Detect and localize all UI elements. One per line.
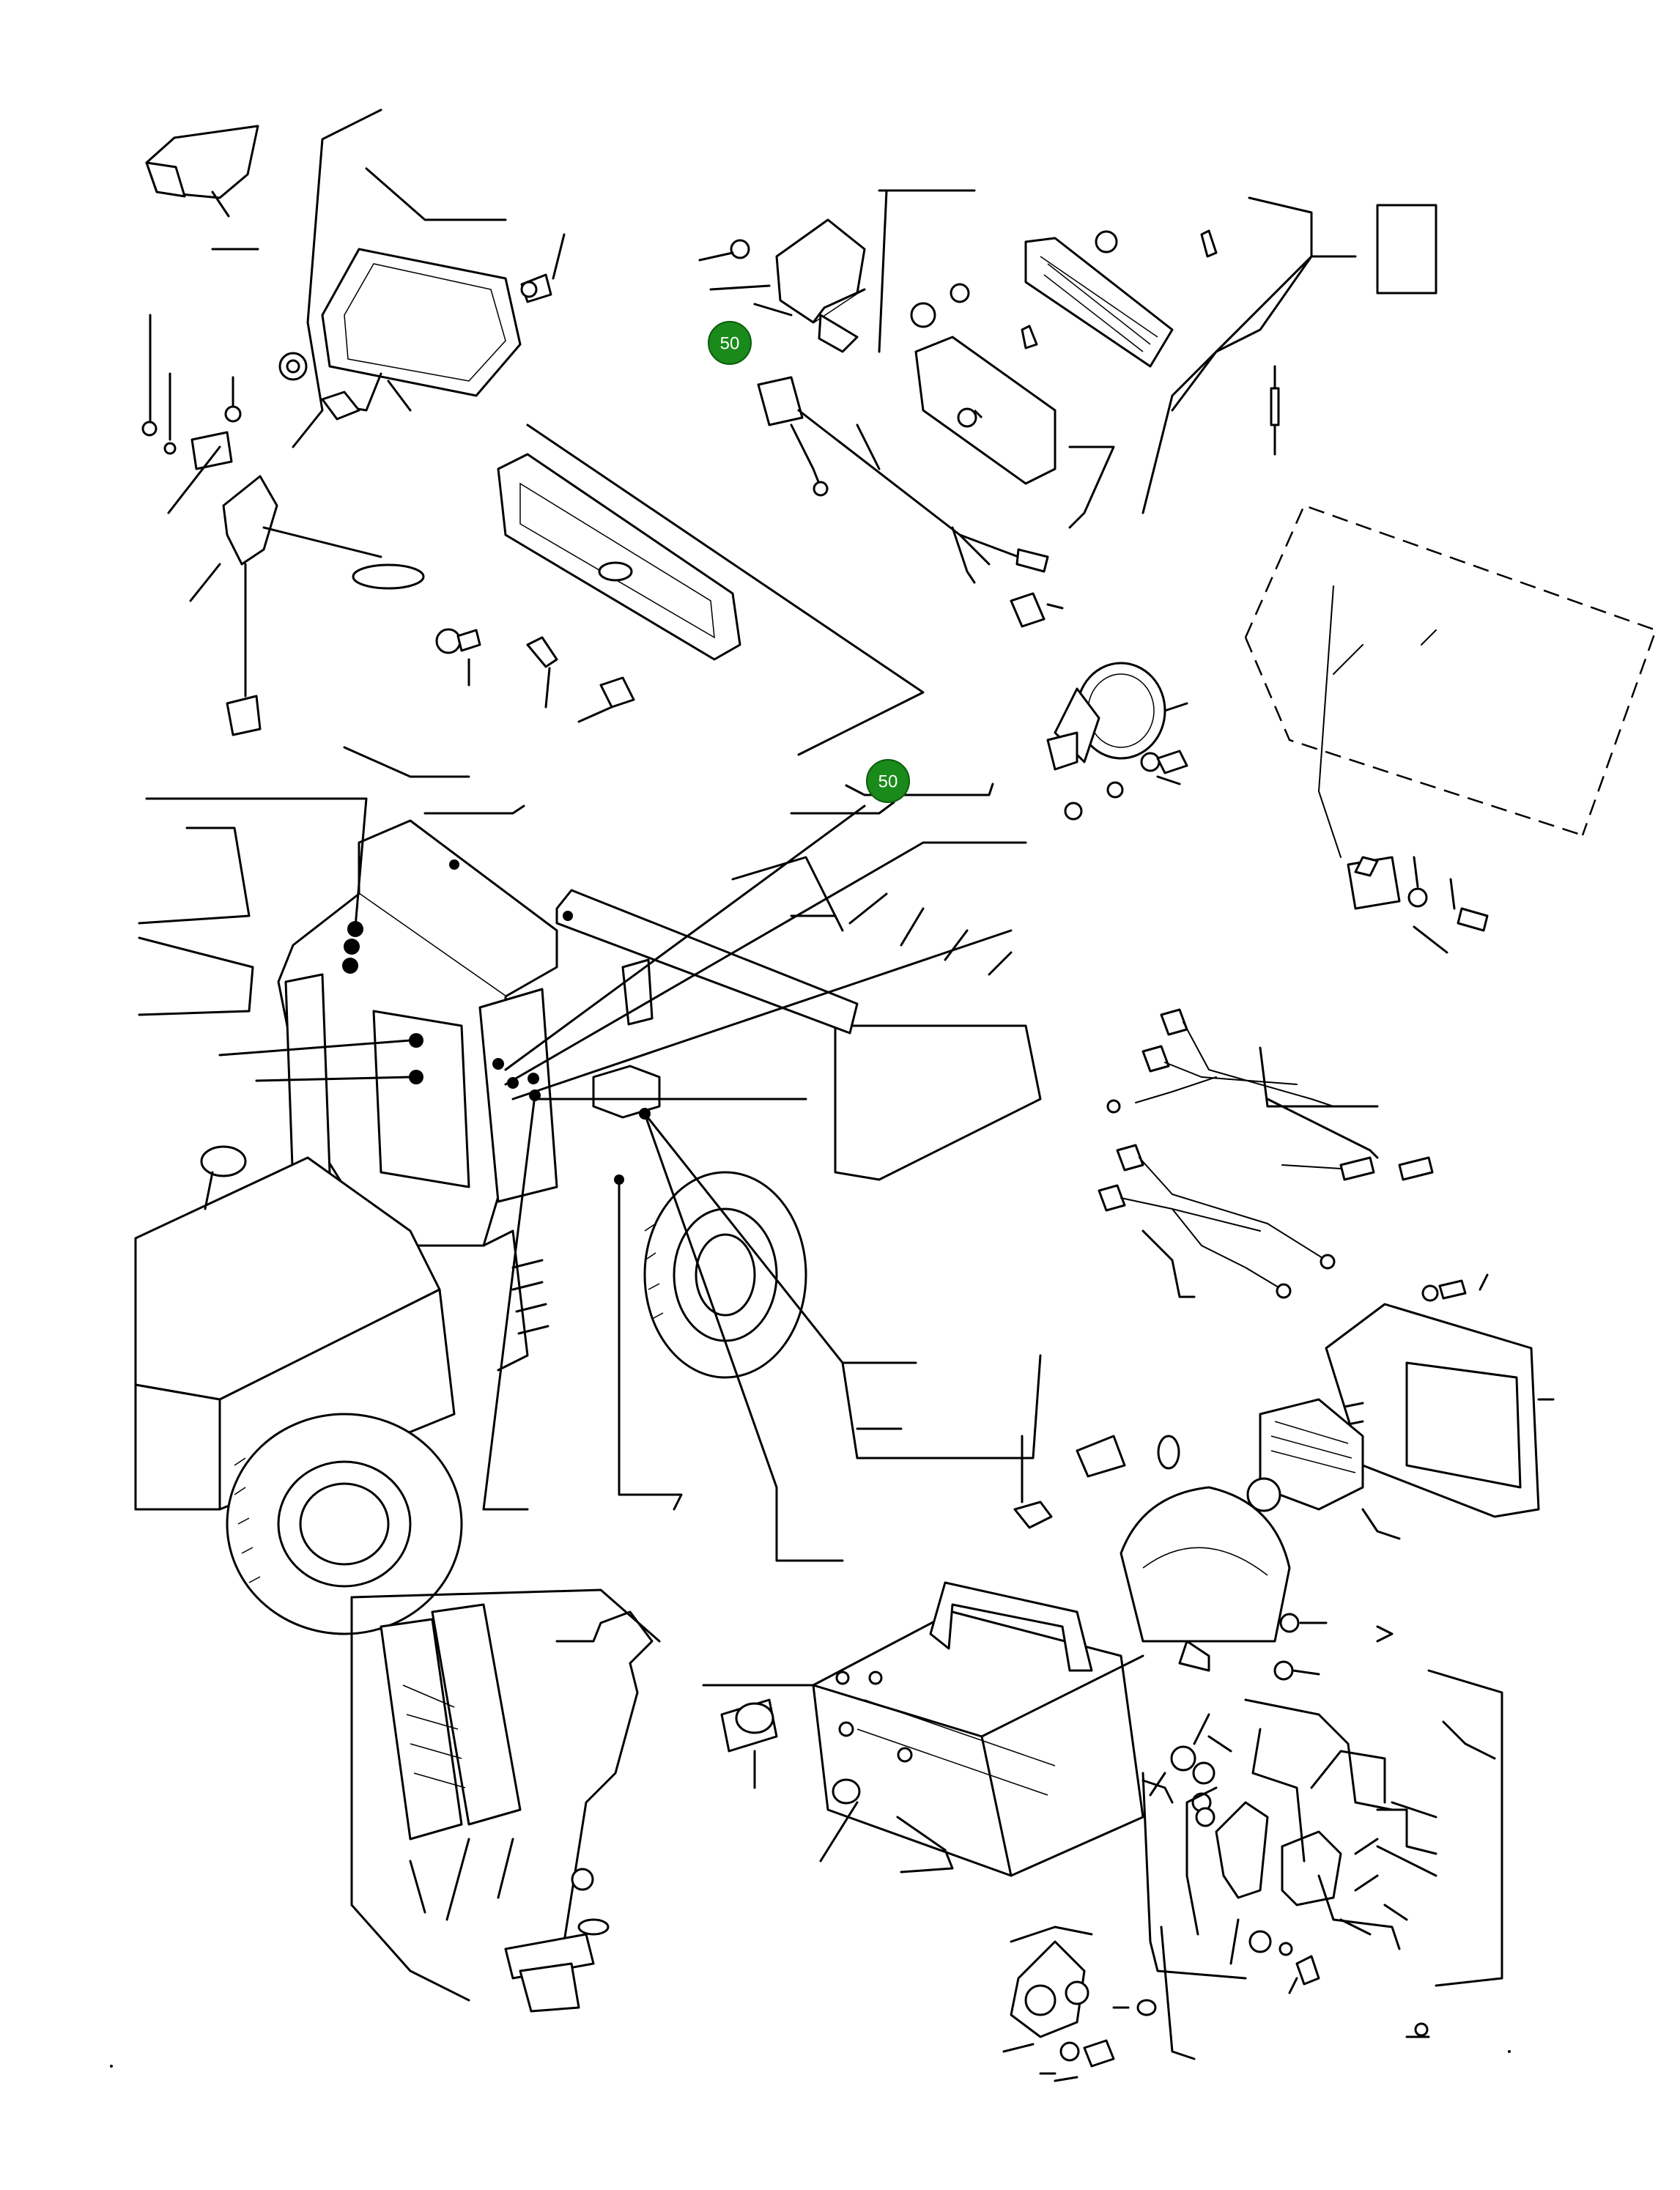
- tail-lamp-part: [497, 453, 741, 661]
- loader-machine-part: [134, 819, 1042, 1635]
- headlamp-parts: [1013, 1398, 1401, 1540]
- boot-cover-part: [145, 125, 259, 218]
- rear-lamp-part: [350, 1588, 661, 2013]
- connector-plug-part: [1141, 1669, 1503, 2060]
- battery-box-part: [812, 1581, 1232, 1877]
- leader-lines-main: [138, 746, 1042, 1562]
- cable-harness-parts: [1098, 1008, 1434, 1299]
- callout-label: 50: [720, 334, 740, 354]
- fuse-box-part: [910, 229, 1218, 485]
- boom-outline-part: [1244, 504, 1657, 954]
- headlamp-frame-part: [1325, 1273, 1555, 1518]
- battery-leader-lines: [702, 1684, 1174, 1873]
- turn-signal-switch-part: [141, 314, 425, 736]
- socket-part: [1002, 1926, 1157, 2082]
- screw-parts-left: [435, 628, 635, 723]
- work-lamp-part: [278, 248, 522, 421]
- bulb-part-top: [520, 233, 566, 303]
- relay-part: [730, 218, 866, 353]
- callout-50-relay[interactable]: 50: [708, 321, 752, 365]
- horn-part: [1046, 662, 1188, 821]
- connector-harness-part: [757, 376, 1064, 628]
- round-lamp-part: [1120, 1486, 1394, 1681]
- terminal-clamp-part: [720, 1698, 778, 1789]
- callout-label: 50: [878, 772, 898, 792]
- callout-50-cab[interactable]: 50: [866, 759, 910, 803]
